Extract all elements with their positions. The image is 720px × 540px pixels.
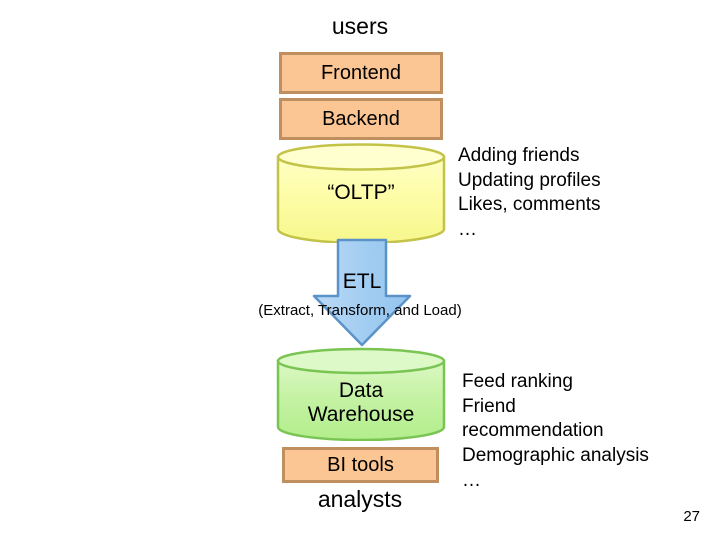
note-line: Likes, comments xyxy=(458,194,601,216)
backend-box-label: Backend xyxy=(322,108,400,130)
bi-tools-box[interactable]: BI tools xyxy=(282,447,439,483)
note-line: Updating profiles xyxy=(458,169,601,191)
analysts-label: analysts xyxy=(317,486,403,512)
users-label: users xyxy=(331,13,389,39)
warehouse-workload-notes: Feed ranking Friend recommendation Demog… xyxy=(462,370,702,493)
note-line: Feed ranking xyxy=(462,371,573,392)
etl-arrow[interactable]: ETL xyxy=(310,238,414,348)
note-line: Friend xyxy=(462,395,516,417)
frontend-box[interactable]: Frontend xyxy=(279,52,443,94)
bi-tools-box-label: BI tools xyxy=(327,454,394,476)
backend-box[interactable]: Backend xyxy=(279,98,443,140)
note-line: … xyxy=(458,219,477,241)
slide-number: 27 xyxy=(683,508,700,525)
data-warehouse-cylinder-shape xyxy=(276,347,446,442)
frontend-box-label: Frontend xyxy=(320,62,402,84)
etl-caption: (Extract, Transform, and Load) xyxy=(258,302,462,319)
note-line: … xyxy=(462,469,481,491)
oltp-workload-notes: Adding friends Updating profiles Likes, … xyxy=(458,144,688,243)
oltp-cylinder[interactable]: “OLTP” xyxy=(276,143,446,245)
down-arrow-icon xyxy=(312,238,412,347)
oltp-cylinder-shape xyxy=(276,143,446,245)
data-warehouse-cylinder[interactable]: Data Warehouse xyxy=(276,347,446,442)
note-line: Adding friends xyxy=(458,145,580,166)
note-line: Demographic analysis xyxy=(462,445,649,467)
note-line: recommendation xyxy=(462,420,604,442)
